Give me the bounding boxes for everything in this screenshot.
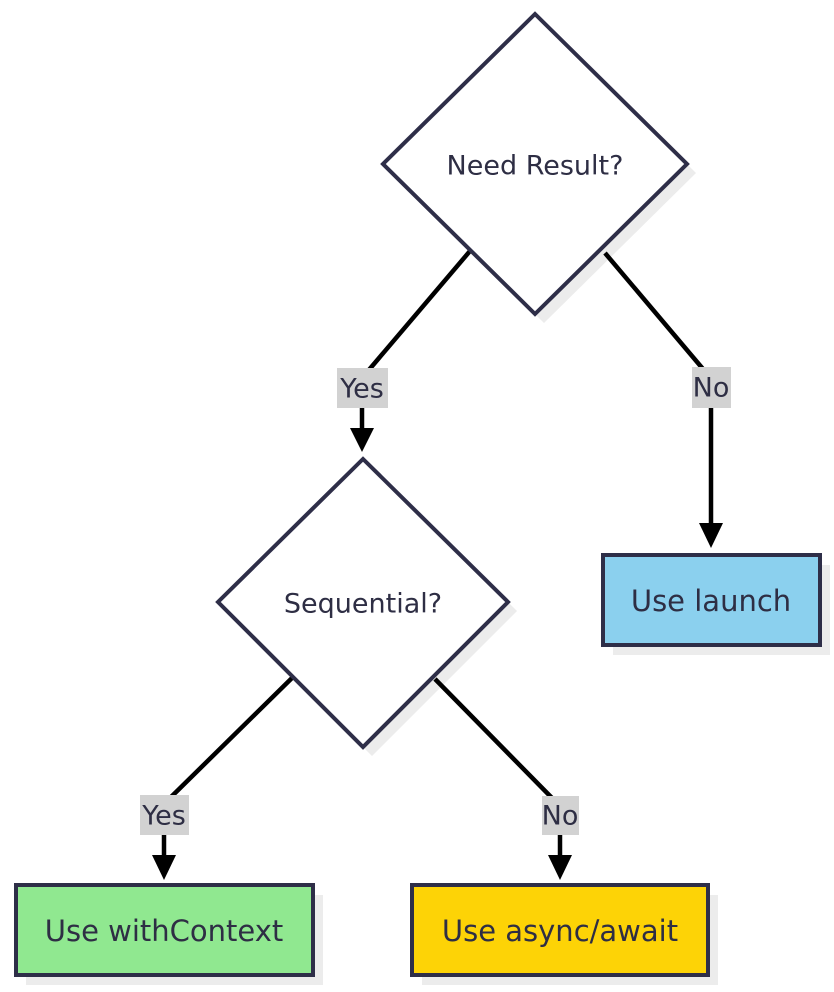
edge-sequential-no-label-bg — [542, 796, 579, 835]
node-use-async-await-label: Use async/await — [442, 914, 678, 948]
node-use-async-await: Use async/await — [410, 883, 710, 977]
decision-need-result: Need Result? — [380, 11, 690, 317]
node-use-withcontext: Use withContext — [14, 883, 315, 977]
node-use-launch: Use launch — [601, 553, 822, 647]
decision-need-result-diamond — [380, 11, 690, 317]
edge-sequential-yes-arrowhead-icon — [152, 855, 176, 880]
decision-sequential: Sequential? — [215, 456, 511, 750]
edge-sequential-no-diagonal — [433, 677, 555, 801]
decision-sequential-diamond — [215, 456, 511, 750]
edge-need-result-no-diagonal — [603, 251, 705, 371]
edge-need-result-no-label: No — [693, 373, 730, 404]
edge-need-result-no: No — [603, 251, 731, 548]
edge-need-result-yes: Yes — [337, 249, 472, 452]
edge-need-result-yes-label-bg — [337, 368, 388, 408]
edge-sequential-yes-label: Yes — [141, 801, 186, 832]
edge-sequential-no: No — [433, 677, 579, 880]
decision-sequential-label: Sequential? — [284, 589, 442, 620]
edge-need-result-no-label-bg — [692, 367, 731, 408]
edge-sequential-no-arrowhead-icon — [548, 855, 572, 880]
edge-sequential-yes: Yes — [140, 675, 295, 880]
edge-need-result-yes-diagonal — [366, 249, 472, 373]
node-use-launch-label: Use launch — [631, 584, 791, 618]
edge-need-result-no-arrowhead-icon — [699, 523, 723, 548]
edge-need-result-yes-label: Yes — [339, 374, 384, 405]
node-use-async-await-box — [410, 883, 710, 977]
edge-sequential-yes-label-bg — [140, 795, 189, 835]
edge-sequential-yes-diagonal — [168, 675, 295, 800]
node-use-launch-box — [601, 553, 822, 647]
node-use-withcontext-box — [14, 883, 315, 977]
decision-need-result-label: Need Result? — [447, 151, 624, 182]
edge-sequential-no-label: No — [542, 801, 579, 832]
node-use-withcontext-label: Use withContext — [45, 914, 284, 948]
edge-need-result-yes-arrowhead-icon — [350, 428, 374, 452]
